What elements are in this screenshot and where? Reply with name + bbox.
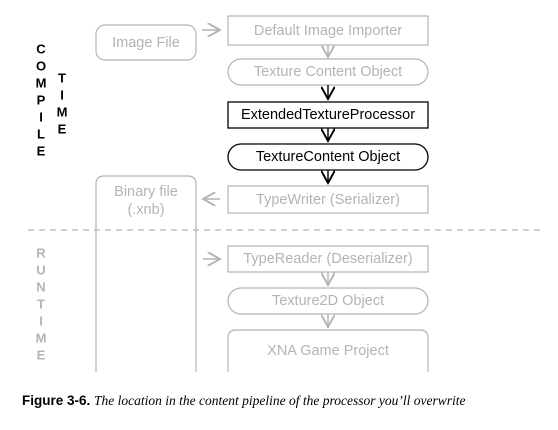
type-writer-label: TypeWriter (Serializer) — [256, 192, 400, 208]
runtime-label: R U N T I M E — [36, 245, 47, 362]
runtime-letter: N — [36, 279, 45, 294]
time-letter: M — [57, 104, 68, 119]
xna-game-project-label: XNA Game Project — [267, 343, 389, 359]
runtime-letter: E — [37, 347, 46, 362]
runtime-letter: T — [37, 296, 45, 311]
texture2d-object-label: Texture2D Object — [272, 293, 384, 309]
time-letter: E — [58, 121, 67, 136]
compile-letter: M — [36, 75, 47, 90]
default-importer-label: Default Image Importer — [254, 23, 402, 39]
time-letter: I — [60, 87, 64, 102]
time-letter: T — [58, 70, 66, 85]
figure-caption: Figure 3-6. The location in the content … — [22, 393, 465, 409]
binary-file-box — [95, 175, 197, 372]
compile-letter: O — [36, 58, 46, 73]
compile-letter: C — [36, 41, 46, 56]
compile-letter: L — [37, 126, 45, 141]
xna-game-project-box — [227, 329, 429, 372]
compile-letter: E — [37, 143, 46, 158]
caption-label: Figure 3-6. — [22, 393, 91, 408]
image-file-box — [95, 24, 197, 61]
type-reader-label: TypeReader (Deserializer) — [243, 251, 412, 267]
image-file-label: Image File — [112, 35, 180, 51]
compile-time-label: C O M P I L E T I M E — [36, 41, 68, 158]
caption-text: The location in the content pipeline of … — [94, 393, 466, 408]
texture-content-object-2-label: TextureContent Object — [256, 149, 400, 165]
runtime-letter: M — [36, 330, 47, 345]
runtime-letter: U — [36, 262, 45, 277]
compile-letter: P — [37, 92, 46, 107]
runtime-letter: I — [39, 313, 43, 328]
extended-processor-label: ExtendedTextureProcessor — [241, 107, 415, 123]
texture-content-object-1-label: Texture Content Object — [254, 64, 402, 80]
binary-file-label-line2: (.xnb) — [127, 202, 164, 218]
compile-letter: I — [39, 109, 43, 124]
runtime-letter: R — [36, 245, 46, 260]
type-writer-box — [227, 185, 429, 214]
binary-file-label-line1: Binary file — [114, 184, 178, 200]
